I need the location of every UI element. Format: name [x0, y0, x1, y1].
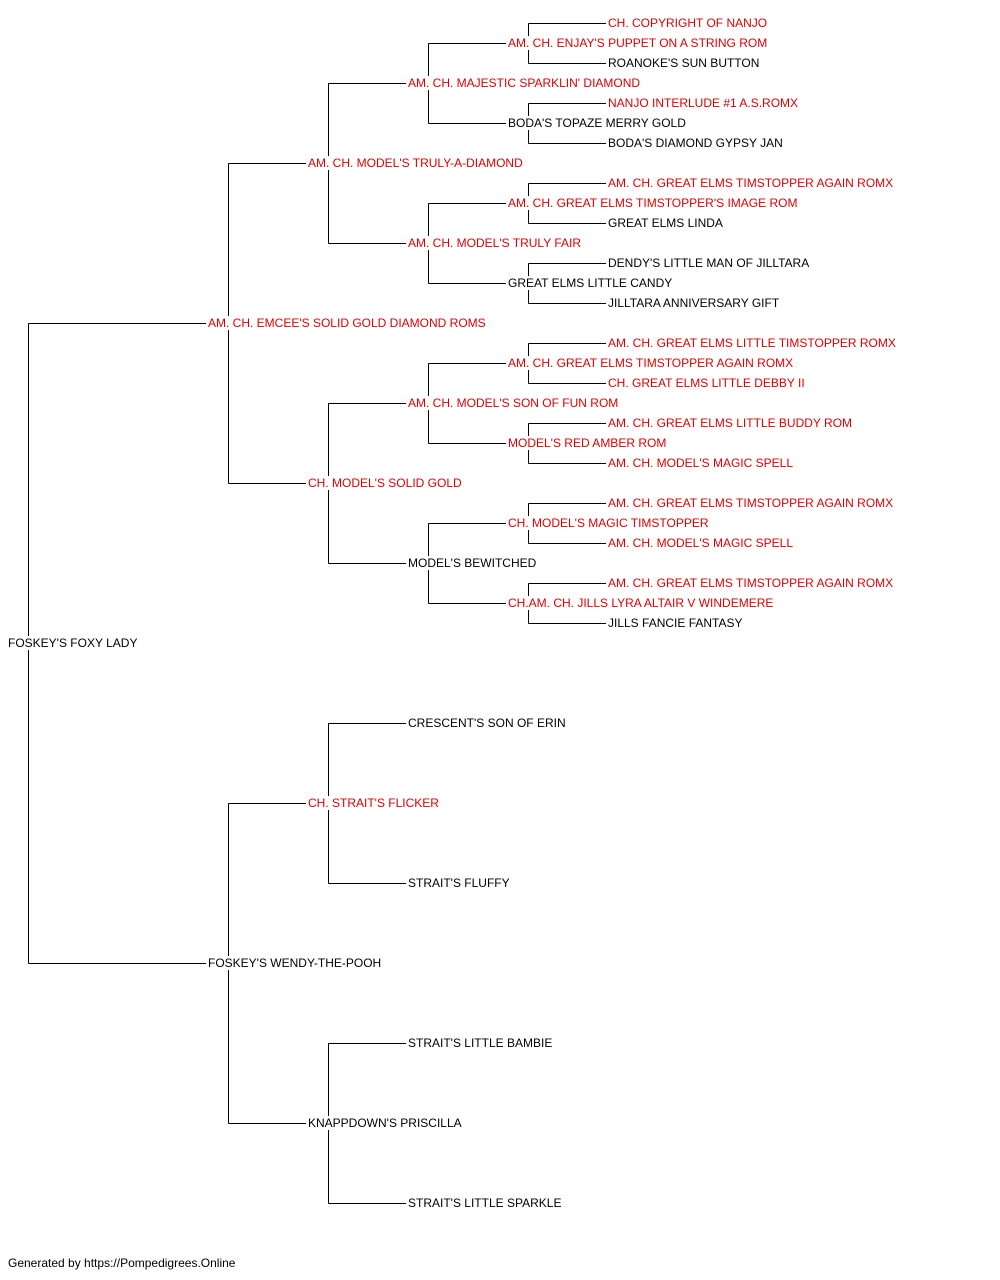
sdd-name: MODEL'S BEWITCHED: [407, 556, 538, 570]
sdss-name: AM. CH. GREAT ELMS TIMSTOPPER AGAIN ROMX: [507, 356, 795, 370]
sssss-name: CH. COPYRIGHT OF NANJO: [607, 16, 769, 30]
subject-dog-name: FOSKEY'S FOXY LADY: [7, 636, 139, 650]
sdds-name: CH. MODEL'S MAGIC TIMSTOPPER: [507, 516, 710, 530]
ssdds-name: DENDY'S LITTLE MAN OF JILLTARA: [607, 256, 811, 270]
ddd-name: STRAIT'S LITTLE SPARKLE: [407, 1196, 563, 1210]
ssssd-name: ROANOKE'S SUN BUTTON: [607, 56, 761, 70]
sssd-name: BODA'S TOPAZE MERRY GOLD: [507, 116, 687, 130]
sddds-name: AM. CH. GREAT ELMS TIMSTOPPER AGAIN ROMX: [607, 576, 895, 590]
sdsd-name: MODEL'S RED AMBER ROM: [507, 436, 668, 450]
sddd-name: CH.AM. CH. JILLS LYRA ALTAIR V WINDEMERE: [507, 596, 775, 610]
ssdss-name: AM. CH. GREAT ELMS TIMSTOPPER AGAIN ROMX: [607, 176, 895, 190]
sddsd-name: AM. CH. MODEL'S MAGIC SPELL: [607, 536, 794, 550]
sdsdd-name: AM. CH. MODEL'S MAGIC SPELL: [607, 456, 794, 470]
ssdd-name: GREAT ELMS LITTLE CANDY: [507, 276, 674, 290]
generated-by-footer: Generated by https://Pompedigrees.Online: [8, 1256, 236, 1270]
sss-name: AM. CH. MAJESTIC SPARKLIN' DIAMOND: [407, 76, 642, 90]
ssds-name: AM. CH. GREAT ELMS TIMSTOPPER'S IMAGE RO…: [507, 196, 799, 210]
sdsss-name: AM. CH. GREAT ELMS LITTLE TIMSTOPPER ROM…: [607, 336, 897, 350]
sds-name: AM. CH. MODEL'S SON OF FUN ROM: [407, 396, 620, 410]
sddss-name: AM. CH. GREAT ELMS TIMSTOPPER AGAIN ROMX: [607, 496, 895, 510]
sdssd-name: CH. GREAT ELMS LITTLE DEBBY II: [607, 376, 806, 390]
sdddd-name: JILLS FANCIE FANTASY: [607, 616, 744, 630]
dsd-name: STRAIT'S FLUFFY: [407, 876, 511, 890]
dss-name: CRESCENT'S SON OF ERIN: [407, 716, 567, 730]
ssdsd-name: GREAT ELMS LINDA: [607, 216, 724, 230]
sdsds-name: AM. CH. GREAT ELMS LITTLE BUDDY ROM: [607, 416, 854, 430]
sire-name: AM. CH. EMCEE'S SOLID GOLD DIAMOND ROMS: [207, 316, 487, 330]
dam-dam-name: KNAPPDOWN'S PRISCILLA: [307, 1116, 463, 1130]
ssd-name: AM. CH. MODEL'S TRULY FAIR: [407, 236, 582, 250]
ssss-name: AM. CH. ENJAY'S PUPPET ON A STRING ROM: [507, 36, 769, 50]
sire-dam-name: CH. MODEL'S SOLID GOLD: [307, 476, 463, 490]
sssds-name: NANJO INTERLUDE #1 A.S.ROMX: [607, 96, 800, 110]
sire-sire-name: AM. CH. MODEL'S TRULY-A-DIAMOND: [307, 156, 524, 170]
dam-name: FOSKEY'S WENDY-THE-POOH: [207, 956, 383, 970]
ssddd-name: JILLTARA ANNIVERSARY GIFT: [607, 296, 781, 310]
dds-name: STRAIT'S LITTLE BAMBIE: [407, 1036, 554, 1050]
sssdd-name: BODA'S DIAMOND GYPSY JAN: [607, 136, 784, 150]
dam-sire-name: CH. STRAIT'S FLICKER: [307, 796, 440, 810]
